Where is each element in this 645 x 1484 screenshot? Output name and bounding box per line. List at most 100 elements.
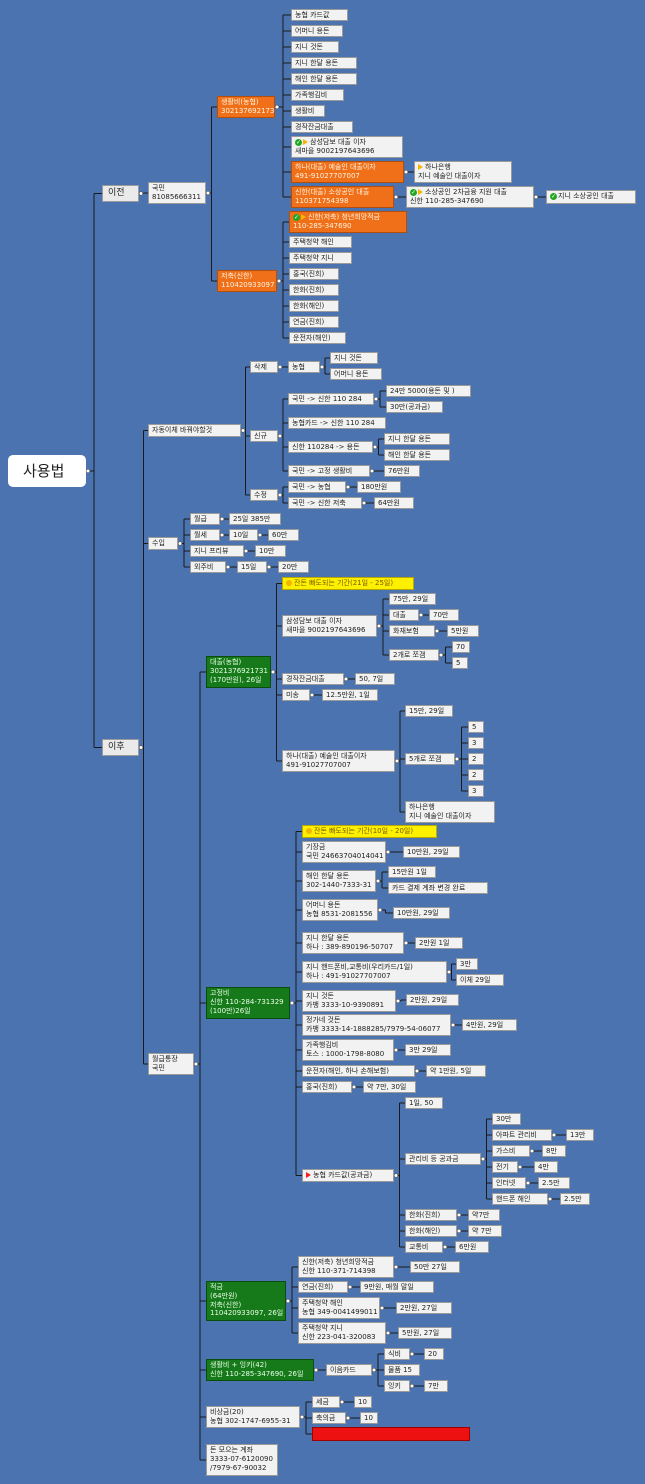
modify[interactable]: 수정 [250, 489, 278, 501]
jp3[interactable]: 3만 [456, 958, 478, 970]
card-daily[interactable]: 이음카드 [326, 1364, 372, 1376]
new-reg[interactable]: 신규 [250, 430, 278, 442]
kb-to-shinhan[interactable]: 국민 -> 신한 110 284 [288, 393, 374, 405]
gas8[interactable]: 8만 [542, 1145, 566, 1157]
transport[interactable]: 교통비 [405, 1241, 443, 1253]
jm-val[interactable]: 2만원 1일 [415, 937, 463, 949]
house-jini[interactable]: 주택청약 지니 [289, 252, 352, 264]
jini-phone[interactable]: 지니 핸드폰비,교통비(우리카드/1일) 하나 : 491-9102770700… [302, 961, 447, 983]
rent-val[interactable]: 60만 [268, 529, 299, 541]
mom-val[interactable]: 10만원, 29일 [393, 907, 450, 919]
c2a[interactable]: 2 [468, 753, 484, 765]
loan-nh[interactable]: 대출(농협) 3021376921731 (170만원), 26일 [206, 656, 271, 688]
s30[interactable]: 30만(공과금) [386, 401, 443, 413]
branch-before[interactable]: 이전 [102, 185, 139, 202]
h-5split[interactable]: 5개로 쪼갬 [405, 753, 455, 765]
jg-val[interactable]: 2만원, 29일 [406, 994, 459, 1006]
gas[interactable]: 가스비 [492, 1145, 530, 1157]
m12[interactable]: 12.5만원, 1일 [322, 689, 378, 701]
branch-after[interactable]: 이후 [102, 739, 139, 756]
driver-h[interactable]: 운전자(해인) [289, 332, 346, 344]
v180[interactable]: 180만원 [357, 481, 401, 493]
b70[interactable]: 70 [452, 641, 470, 653]
kb-to-nh[interactable]: 국민 -> 농협 [288, 481, 346, 493]
node-kb[interactable]: 국민 81085666311 [148, 182, 206, 204]
root-node[interactable]: 사용법 [8, 455, 86, 487]
shinhan-to-allowance[interactable]: 신한 110284 -> 용돈 [288, 441, 373, 453]
v76[interactable]: 76만원 [384, 465, 420, 477]
hongkuk-2[interactable]: 홍국(진희) [302, 1081, 352, 1093]
hana-bank-2[interactable]: 하나은행 지니 예술인 대출이자 [405, 801, 495, 823]
work-loan-2[interactable]: 경작잔금대출 [282, 673, 344, 685]
hanhwa-h[interactable]: 한화(해인) [289, 300, 339, 312]
hongkuk-j[interactable]: 홍국(진희) [289, 268, 339, 280]
a-fire[interactable]: 화재보험 [389, 625, 435, 637]
driver-2[interactable]: 운전자(해인, 하나 손해보험) [302, 1065, 415, 1077]
hm15[interactable]: 15만원 1일 [388, 866, 436, 878]
jini-monthly[interactable]: 지니 한달 용돈 [291, 57, 357, 69]
rent[interactable]: 월세 [190, 529, 220, 541]
c3a[interactable]: 3 [468, 737, 484, 749]
red-highlight-bar[interactable] [312, 1427, 470, 1441]
gijangeum[interactable]: 기장금 국민 24663704014041 [302, 841, 386, 863]
y50[interactable]: 50만 27일 [410, 1261, 460, 1273]
u30[interactable]: 30만 [492, 1113, 521, 1125]
freelance-val[interactable]: 10만 [255, 545, 286, 557]
node-living[interactable]: 생활비(농협) 3021376921731 [217, 96, 275, 118]
delete-jini-guilt[interactable]: 지니 것돈 [330, 352, 378, 364]
pension-2[interactable]: 연금(진희) [298, 1281, 348, 1293]
a5[interactable]: 5만원 [447, 625, 479, 637]
house-jini-2[interactable]: 주택청약 지니 신한 223-041-320083 [298, 1322, 386, 1344]
income[interactable]: 수입 [148, 537, 178, 550]
salary[interactable]: 월급 [190, 513, 220, 525]
family-2[interactable]: 가족행김비 토스 : 1000-1798-8080 [302, 1039, 394, 1061]
kb-to-shinhan-saving[interactable]: 국민 -> 신한 저축 [288, 497, 362, 509]
p-val[interactable]: 9만원, 매월 말일 [360, 1281, 434, 1293]
a-loan[interactable]: 대출 [389, 609, 419, 621]
auto-transfer[interactable]: 자동이체 바꿔야할것 [148, 424, 241, 437]
jini-allowance[interactable]: 지니 한달 용돈 [384, 433, 450, 445]
hana-loan-2[interactable]: 하나(대출) 예술인 대출이자 491-91027707007 [282, 750, 395, 772]
mom-allowance[interactable]: 어머니 용돈 [291, 25, 343, 37]
gift10[interactable]: 10 [360, 1412, 378, 1424]
tax10[interactable]: 10 [354, 1396, 372, 1408]
apt13[interactable]: 13만 [566, 1129, 594, 1141]
inky7[interactable]: 7만 [424, 1380, 448, 1392]
g-val[interactable]: 10만원, 29일 [403, 846, 460, 858]
nh-card-2[interactable]: 농협 카드값(공과금) [302, 1169, 394, 1182]
emergency[interactable]: 비상금(20) 농협 302-1747-6955-31 [206, 1406, 300, 1428]
t6[interactable]: 6만원 [455, 1241, 489, 1253]
family-expense[interactable]: 가족행김비 [291, 89, 344, 101]
hana-loan[interactable]: 하나(대출) 예술인 대출이자 491-91027707007 [291, 161, 404, 183]
living-plus[interactable]: 생활비 + 잉키(42) 신한 110-285-347690, 26일 [206, 1359, 314, 1381]
house-haein[interactable]: 주택청약 해인 [289, 236, 352, 248]
c3b[interactable]: 3 [468, 785, 484, 797]
inky[interactable]: 잉키 [384, 1380, 410, 1392]
fixed-cost[interactable]: 고정비 신한 110-284-731329 (100만)26일 [206, 987, 290, 1019]
hh-val[interactable]: 2만원, 27일 [396, 1302, 452, 1314]
hanhwa-j[interactable]: 한화(진희) [289, 284, 339, 296]
apt-fee[interactable]: 아파트 관리비 [492, 1129, 552, 1141]
gift[interactable]: 축의금 [312, 1412, 346, 1424]
kb-fixed[interactable]: 국민 -> 고정 생활비 [288, 465, 370, 477]
tutoring[interactable]: 외주비 [190, 561, 226, 573]
work-loan[interactable]: 경작잔금대출 [291, 121, 353, 133]
a-2split[interactable]: 2개로 쪼갬 [389, 649, 439, 661]
house-haein-2[interactable]: 주택청약 해인 농협 349-0041499011 [298, 1297, 380, 1319]
tax[interactable]: 세금 [312, 1396, 340, 1408]
goods[interactable]: 물품 15 [384, 1364, 420, 1376]
shinhan-youth[interactable]: ✓신한(저축) 청년희망적금 110-285-347690 [289, 211, 407, 233]
elec4[interactable]: 4만 [534, 1161, 558, 1173]
jini-freelance[interactable]: 지니 프리뷰 [190, 545, 244, 557]
hj-val[interactable]: 5만원, 27일 [398, 1327, 452, 1339]
tutoring-day[interactable]: 15일 [237, 561, 267, 573]
a70[interactable]: 70만 [429, 609, 459, 621]
int25[interactable]: 2.5만 [538, 1177, 570, 1189]
rent-day[interactable]: 10일 [229, 529, 258, 541]
v64[interactable]: 64만원 [374, 497, 414, 509]
hanhwa-h-2[interactable]: 한화(해인) [405, 1225, 457, 1237]
haein-allowance[interactable]: 해인 한달 용돈 [384, 449, 450, 461]
jini-monthly-2[interactable]: 지니 한달 용돈 하나 : 389-890196-50707 [302, 932, 404, 954]
je-val[interactable]: 4만원, 29일 [462, 1019, 517, 1031]
phone-haein[interactable]: 핸드폰 해인 [492, 1193, 548, 1205]
